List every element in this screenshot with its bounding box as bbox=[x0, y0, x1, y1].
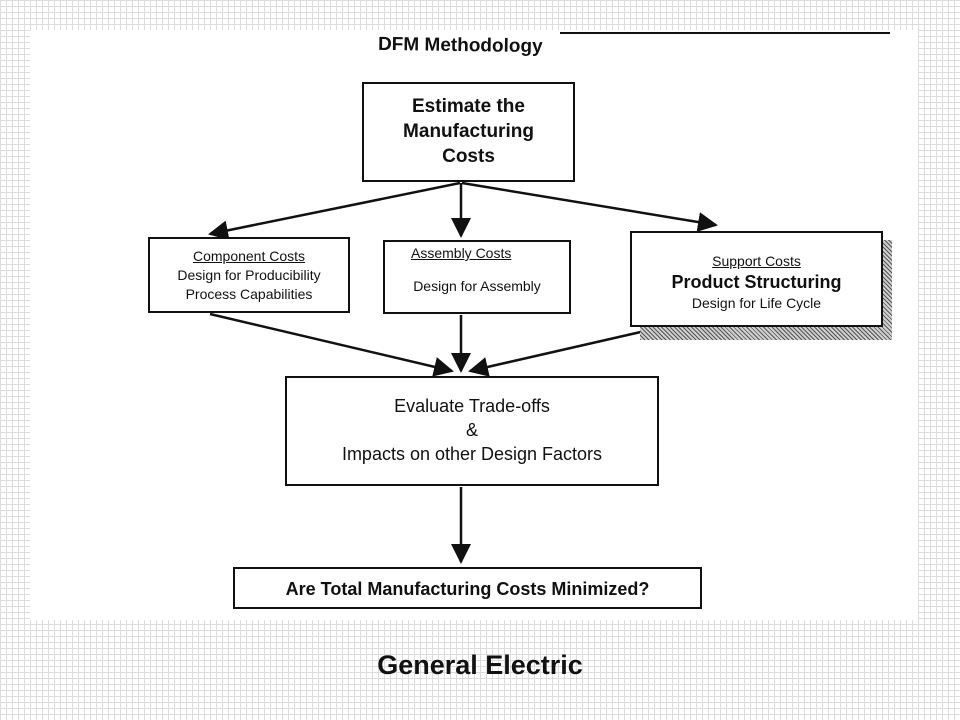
support-line: Design for Life Cycle bbox=[691, 295, 822, 311]
product-structuring-label: Product Structuring bbox=[671, 272, 842, 292]
component-costs-box: Component Costs Design for Producibility… bbox=[148, 237, 350, 313]
assembly-line: Design for Assembly bbox=[413, 278, 541, 294]
arrow-component-to-evaluate bbox=[209, 312, 454, 377]
slide-caption: General Electric bbox=[377, 650, 583, 680]
evaluate-line-1: Evaluate Trade-offs bbox=[394, 396, 550, 416]
arrow-support-to-evaluate bbox=[468, 329, 646, 377]
evaluate-line-3: Impacts on other Design Factors bbox=[341, 444, 603, 464]
title-rule bbox=[560, 32, 890, 34]
arrow-top-to-support bbox=[461, 181, 718, 232]
support-costs-heading: Support Costs bbox=[712, 253, 801, 269]
evaluate-line-2: & bbox=[465, 420, 478, 440]
arrow-top-to-component bbox=[208, 181, 461, 241]
assembly-costs-heading: Assembly Costs bbox=[411, 245, 512, 261]
component-line-2: Process Capabilities bbox=[185, 286, 313, 302]
support-costs-box: Support Costs Product Structuring Design… bbox=[630, 231, 883, 327]
estimate-line-2: Manufacturing bbox=[403, 121, 534, 142]
component-line-1: Design for Producibility bbox=[177, 267, 321, 283]
estimate-line-3: Costs bbox=[442, 146, 495, 167]
assembly-costs-box: Assembly Costs Design for Assembly bbox=[383, 240, 571, 314]
estimate-costs-box: Estimate the Manufacturing Costs bbox=[362, 82, 575, 182]
costs-minimized-box: Are Total Manufacturing Costs Minimized? bbox=[233, 567, 702, 609]
evaluate-tradeoffs-box: Evaluate Trade-offs & Impacts on other D… bbox=[285, 376, 659, 486]
costs-minimized-question: Are Total Manufacturing Costs Minimized? bbox=[285, 579, 650, 599]
component-costs-heading: Component Costs bbox=[192, 248, 306, 264]
estimate-line-1: Estimate the bbox=[412, 96, 525, 117]
